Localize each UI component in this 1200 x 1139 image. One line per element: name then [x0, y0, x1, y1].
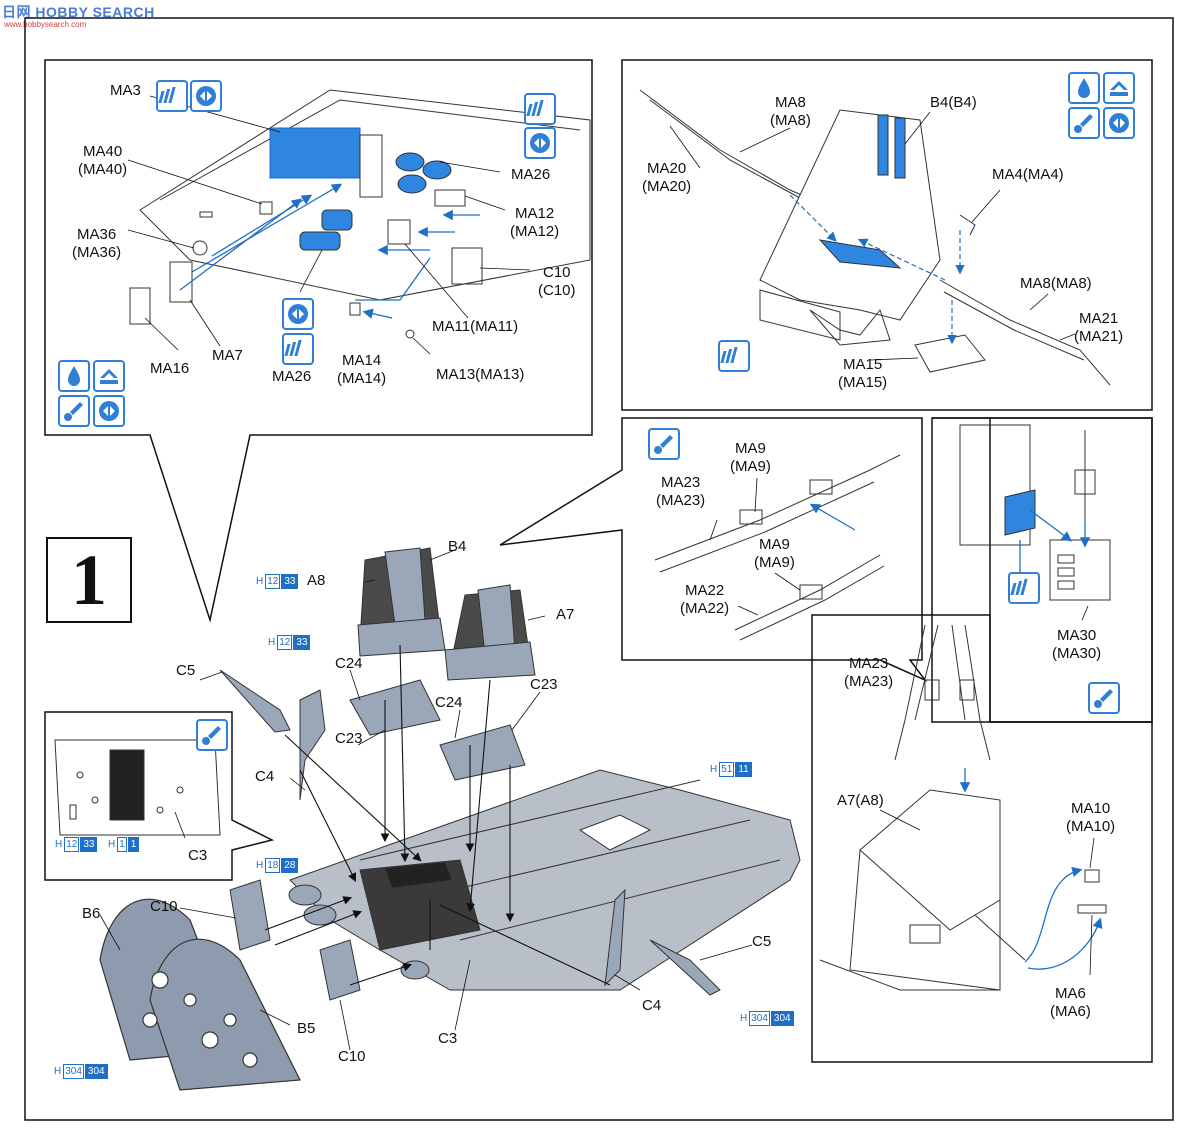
- panel-buckle-inner: [931, 417, 1153, 723]
- part-label: MA36 (MA36): [72, 226, 122, 261]
- part-label: C24: [335, 655, 363, 672]
- paint-brush-icon: [1068, 107, 1100, 139]
- part-label: MA6 (MA6): [1050, 985, 1091, 1020]
- floor-pan: [289, 769, 801, 991]
- part-label: MA20 (MA20): [642, 160, 692, 195]
- part-label: MA12 (MA12): [510, 205, 560, 240]
- part-label: C5: [752, 933, 772, 950]
- part-label: C4: [642, 997, 662, 1014]
- part-label: MA26: [511, 166, 551, 183]
- part-label: C23: [530, 676, 558, 693]
- seat-rails-c24-c23: [219, 669, 721, 996]
- part-label: B4(B4): [930, 94, 977, 111]
- photo-etch-icon: [1008, 572, 1040, 604]
- ma3-decal: [269, 127, 361, 179]
- part-label: A7: [556, 606, 575, 623]
- seat-a7: [444, 584, 536, 681]
- fold-up-icon: [1103, 72, 1135, 104]
- bend-icon: [282, 298, 314, 330]
- part-label: MA8 (MA8): [770, 94, 811, 129]
- part-label: C5: [176, 662, 196, 679]
- paint-brush-icon: [1088, 682, 1120, 714]
- watermark-url: www.hobbysearch.com: [4, 20, 87, 29]
- part-label: MA15 (MA15): [838, 356, 888, 391]
- part-label: MA9 (MA9): [754, 536, 795, 571]
- part-label: MA13(MA13): [436, 366, 525, 383]
- part-label: MA14 (MA14): [337, 352, 387, 387]
- part-label: C10: [150, 898, 178, 915]
- instrument-panel-sketch: [54, 739, 221, 836]
- part-label: A7(A8): [837, 792, 884, 809]
- lap-belt-pieces: [654, 454, 901, 641]
- part-label: MA30 (MA30): [1052, 627, 1102, 662]
- part-label: MA21 (MA21): [1074, 310, 1124, 345]
- paint-brush-icon: [196, 719, 228, 751]
- part-label: C10: [338, 1048, 366, 1065]
- panel-instrument-frame: [44, 711, 275, 881]
- part-label: MA11(MA11): [432, 318, 519, 335]
- bend-icon: [524, 127, 556, 159]
- part-label: MA23 (MA23): [656, 474, 706, 509]
- part-label: B5: [297, 1020, 316, 1037]
- buckle-sketch: [959, 424, 1111, 601]
- part-label: MA8(MA8): [1020, 275, 1092, 292]
- panel-harness-frame: [811, 614, 1153, 1063]
- part-label: MA4(MA4): [992, 166, 1064, 183]
- photo-etch-icon: [718, 340, 750, 372]
- part-label: B4: [448, 538, 467, 555]
- seat-a8: [357, 547, 446, 657]
- part-label: MA10 (MA10): [1066, 800, 1116, 835]
- glue-drop-icon: [1068, 72, 1100, 104]
- part-label: C24: [435, 694, 463, 711]
- part-label: C4: [255, 768, 275, 785]
- part-label: MA26: [272, 368, 312, 385]
- panel-top-right-frame: [621, 59, 1153, 411]
- bulkheads-b6-b5: [99, 898, 301, 1091]
- page-border: [24, 17, 1174, 1121]
- part-label: MA3: [110, 82, 141, 99]
- bend-icon: [190, 80, 222, 112]
- harness-sketch: [819, 624, 1107, 991]
- part-label: C3: [438, 1030, 458, 1047]
- part-label: MA9 (MA9): [730, 440, 771, 475]
- part-label: B6: [82, 905, 101, 922]
- seat-belt-detail: [639, 89, 1111, 386]
- photo-etch-icon: [524, 93, 556, 125]
- dashboard-sketch: [129, 89, 591, 339]
- bend-icon: [93, 395, 125, 427]
- part-label: C23: [335, 730, 363, 747]
- part-label: MA7: [212, 347, 243, 364]
- panel-belts-frame: [499, 417, 928, 682]
- part-label: C3: [188, 847, 208, 864]
- step-number: 1: [46, 537, 132, 623]
- part-label: MA22 (MA22): [680, 582, 730, 617]
- part-label: MA23 (MA23): [844, 655, 894, 690]
- part-label: MA40 (MA40): [78, 143, 128, 178]
- part-label: C10 (C10): [538, 264, 576, 299]
- part-label: MA16: [150, 360, 190, 377]
- photo-etch-icon: [156, 80, 188, 112]
- watermark-logo: 日网 HOBBY SEARCH: [2, 4, 155, 20]
- paint-brush-icon: [648, 428, 680, 460]
- photo-etch-icon: [282, 333, 314, 365]
- glue-drop-icon: [58, 360, 90, 392]
- bend-icon: [1103, 107, 1135, 139]
- part-label: A8: [307, 572, 326, 589]
- panel-buckle-frame: [932, 417, 1153, 723]
- paint-brush-icon: [58, 395, 90, 427]
- panel-top-left-frame: [44, 59, 593, 623]
- fold-up-icon: [93, 360, 125, 392]
